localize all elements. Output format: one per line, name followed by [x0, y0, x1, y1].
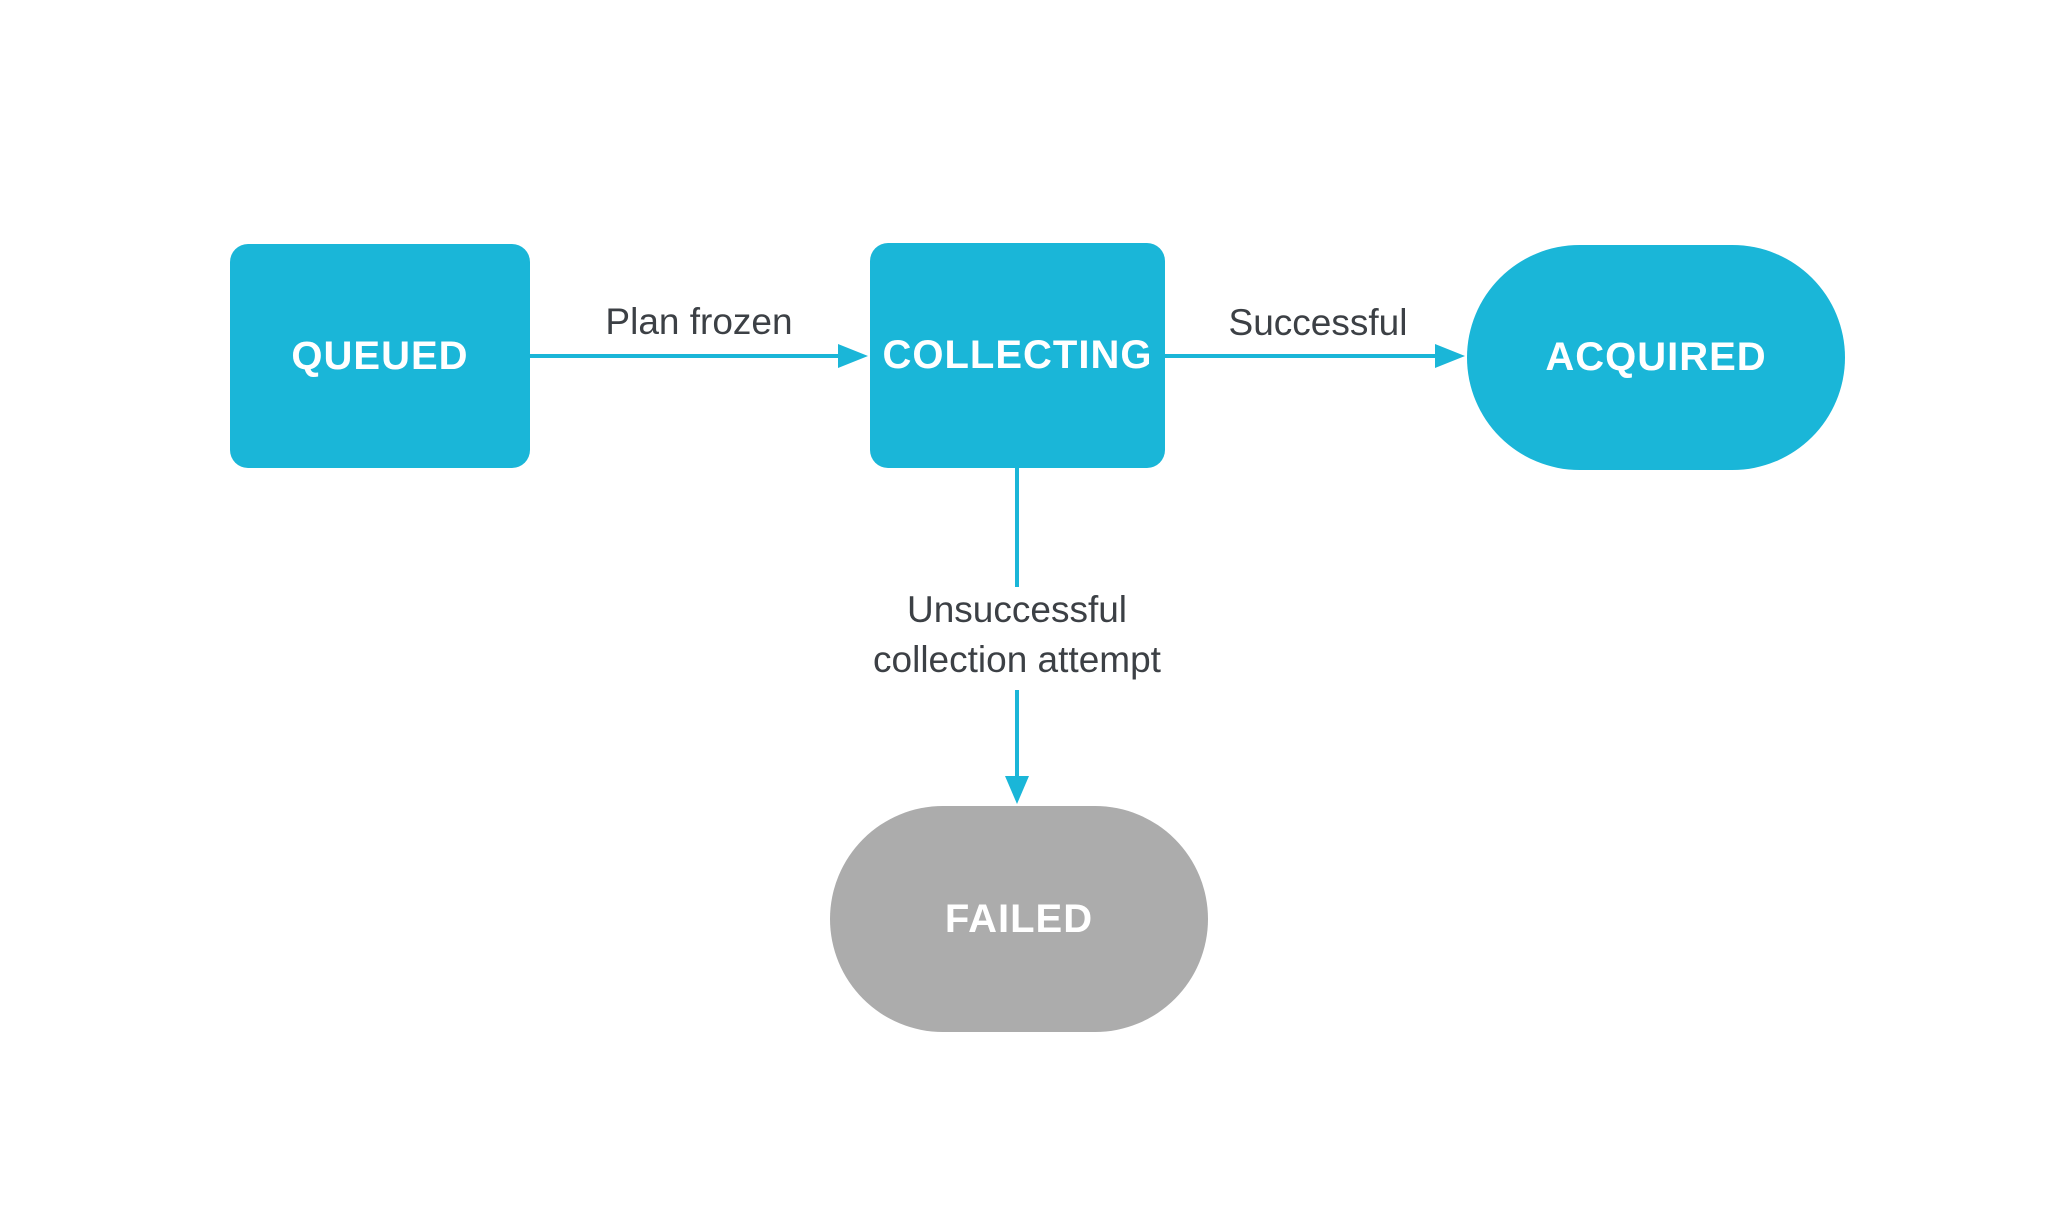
- edge-collecting-failed-line-upper: [1015, 468, 1019, 587]
- node-collecting-label: COLLECTING: [882, 333, 1153, 377]
- arrowhead-down-icon: [1005, 776, 1029, 804]
- node-failed-label: FAILED: [944, 896, 1094, 941]
- node-collecting: COLLECTING: [870, 243, 1165, 468]
- arrowhead-right-icon: [838, 344, 868, 368]
- edge-collecting-failed-line-lower: [1015, 690, 1019, 776]
- edge-label-successful: Successful: [1228, 302, 1408, 343]
- edge-queued-collecting-line: [530, 354, 838, 358]
- node-queued: QUEUED: [230, 244, 530, 468]
- node-acquired-label: ACQUIRED: [1545, 335, 1767, 379]
- edge-label-plan-frozen: Plan frozen: [605, 301, 793, 342]
- edge-label-unsuccessful-collection-attempt: Unsuccessful collection attempt: [873, 585, 1161, 685]
- edge-label-line2: collection attempt: [873, 639, 1161, 680]
- edge-collecting-acquired-line: [1165, 354, 1435, 358]
- node-acquired: ACQUIRED: [1467, 245, 1845, 470]
- edge-label-line1: Unsuccessful: [906, 589, 1128, 630]
- node-queued-label: QUEUED: [291, 333, 469, 378]
- arrowhead-right-icon: [1435, 344, 1465, 368]
- node-failed: FAILED: [830, 806, 1208, 1032]
